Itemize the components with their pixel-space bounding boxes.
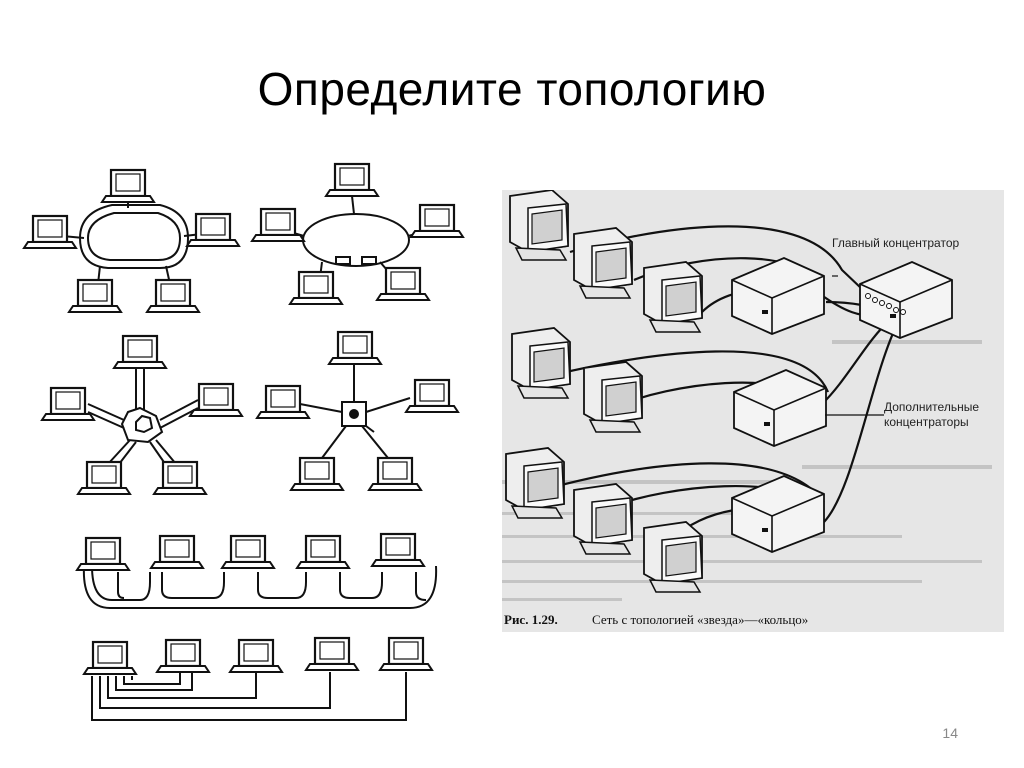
computer-icon xyxy=(509,190,569,261)
pc-icon xyxy=(324,162,380,198)
pc-icon xyxy=(155,638,211,674)
pc-icon xyxy=(404,378,460,414)
pc-icon xyxy=(112,334,168,370)
sketch-bus-loop xyxy=(82,565,438,609)
pc-icon xyxy=(295,534,351,570)
caption-number: Рис. 1.29. xyxy=(504,612,558,627)
computer-icon xyxy=(643,261,703,333)
pc-icon xyxy=(22,214,78,250)
caption-text: Сеть с топологией «звезда»—«кольцо» xyxy=(592,612,808,627)
pc-icon xyxy=(409,203,465,239)
pc-icon xyxy=(100,168,156,204)
pc-icon xyxy=(304,636,360,672)
sketch-ring xyxy=(289,195,425,279)
sketch-mesh xyxy=(91,672,407,721)
pc-icon xyxy=(367,456,423,492)
computer-icon xyxy=(573,227,633,299)
pc-icon xyxy=(220,534,276,570)
pc-icon xyxy=(378,636,434,672)
computer-icon xyxy=(573,483,633,555)
extra-hubs-label-1: Дополнительные xyxy=(884,400,979,414)
pc-icon xyxy=(149,534,205,570)
pc-icon xyxy=(67,278,123,314)
pc-icon xyxy=(75,536,131,572)
main-hub-label: Главный концентратор xyxy=(832,236,960,250)
extra-hubs-label-2: концентраторы xyxy=(884,415,969,429)
pc-icon xyxy=(82,640,138,676)
pc-icon xyxy=(289,456,345,492)
pc-icon xyxy=(375,266,431,302)
computer-icon xyxy=(511,327,571,399)
sketch-star-thick xyxy=(87,364,199,469)
computer-icon xyxy=(643,521,703,593)
sketch-star-hub xyxy=(299,362,411,459)
pc-icon xyxy=(250,207,306,243)
page-number: 14 xyxy=(942,725,958,741)
main-hub-icon xyxy=(859,261,953,339)
computer-icon xyxy=(505,447,565,519)
star-ring-figure: Главный концентратор Дополнительные конц… xyxy=(502,190,1004,632)
computer-icon xyxy=(583,361,643,433)
sketch-ring-double xyxy=(61,200,203,285)
pc-icon xyxy=(145,278,201,314)
slide-title: Определите топологию xyxy=(257,63,767,115)
pc-icon xyxy=(255,384,311,420)
pc-icon xyxy=(288,270,344,306)
pc-icon xyxy=(152,460,208,496)
pc-icon xyxy=(76,460,132,496)
pc-icon xyxy=(370,532,426,568)
pc-icon xyxy=(327,330,383,366)
pc-icon xyxy=(228,638,284,674)
pc-icon xyxy=(185,212,241,248)
pc-icon xyxy=(40,386,96,422)
